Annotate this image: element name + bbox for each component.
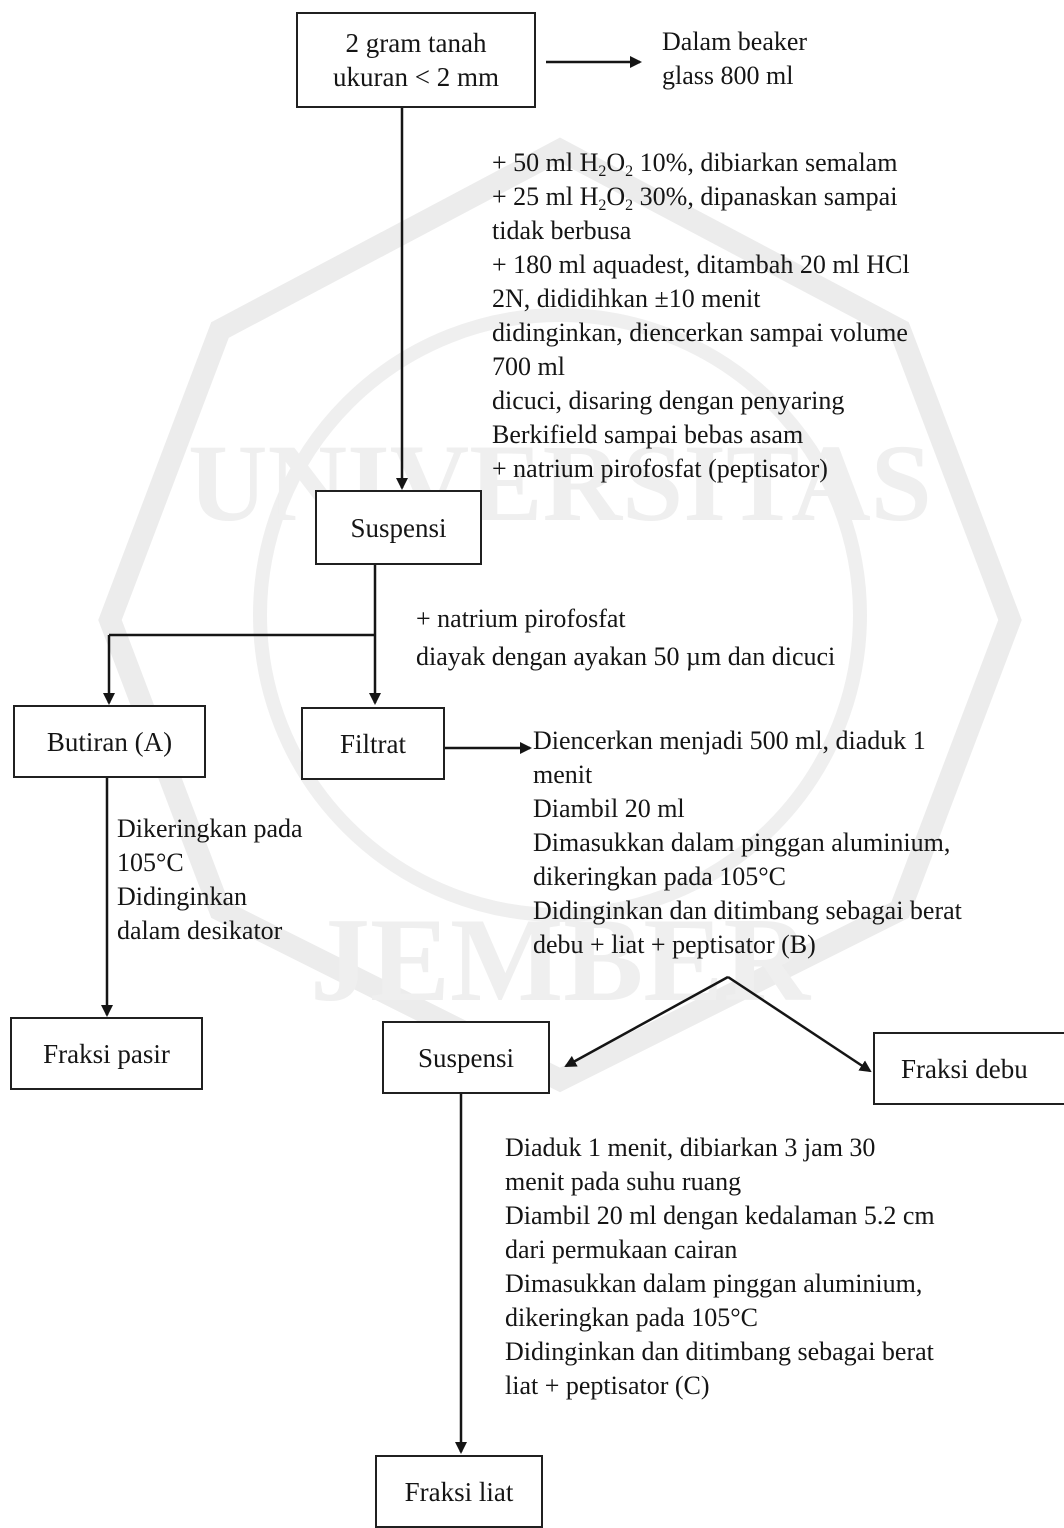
treatment-line-3: tidak berbusa xyxy=(492,216,632,245)
sieve-line1: + natrium pirofosfat xyxy=(416,604,626,633)
drying-line3: Didinginkan xyxy=(117,882,247,911)
treatment-line-7: 700 ml xyxy=(492,352,565,381)
beaker-note: Dalam beaker glass 800 ml xyxy=(662,25,807,93)
suspensi-step-7: Didinginkan dan ditimbang sebagai berat xyxy=(505,1337,934,1366)
treatment-line-5: 2N, dididihkan ±10 menit xyxy=(492,284,761,313)
filtrat-step-3: Diambil 20 ml xyxy=(533,794,685,823)
treatment-note: + 50 ml H2O2 10%, dibiarkan semalam + 25… xyxy=(492,146,910,486)
suspensi-step-2: menit pada suhu ruang xyxy=(505,1167,742,1196)
drying-sand-note: Dikeringkan pada 105°C Didinginkan dalam… xyxy=(117,812,303,948)
treatment-line-8: dicuci, disaring dengan penyaring xyxy=(492,386,845,415)
suspensi-step-8: liat + peptisator (C) xyxy=(505,1371,710,1400)
filtrat-step-4: Dimasukkan dalam pinggan aluminium, xyxy=(533,828,951,857)
filtrat-step-2: menit xyxy=(533,760,593,789)
beaker-line2: glass 800 ml xyxy=(662,61,794,90)
treatment-line-4: + 180 ml aquadest, ditambah 20 ml HCl xyxy=(492,250,910,279)
start-sample-box: 2 gram tanah ukuran < 2 mm xyxy=(296,12,536,108)
sieve-note: + natrium pirofosfat diayak dengan ayaka… xyxy=(416,600,835,676)
fraksi-pasir-box: Fraksi pasir xyxy=(10,1017,203,1090)
treatment-line-6: didinginkan, diencerkan sampai volume xyxy=(492,318,908,347)
start-line1: 2 gram tanah xyxy=(345,28,487,58)
treatment-line-9: Berkifield sampai bebas asam xyxy=(492,420,804,449)
start-line2: ukuran < 2 mm xyxy=(333,62,499,92)
filtrat-step-6: Didinginkan dan ditimbang sebagai berat xyxy=(533,896,962,925)
drying-line2: 105°C xyxy=(117,848,184,877)
suspensi-step-4: dari permukaan cairan xyxy=(505,1235,738,1264)
treatment-line-10: + natrium pirofosfat (peptisator) xyxy=(492,454,828,483)
drying-line4: dalam desikator xyxy=(117,916,283,945)
arrow-to-fraksi-debu xyxy=(727,975,872,1073)
filtrat-step-7: debu + liat + peptisator (B) xyxy=(533,930,816,959)
suspensi-top-box: Suspensi xyxy=(315,490,482,565)
suspensi-step-3: Diambil 20 ml dengan kedalaman 5.2 cm xyxy=(505,1201,935,1230)
suspensi-steps-note: Diaduk 1 menit, dibiarkan 3 jam 30 menit… xyxy=(505,1131,935,1403)
sieve-line2: diayak dengan ayakan 50 µm dan dicuci xyxy=(416,642,836,671)
filtrat-step-1: Diencerkan menjadi 500 ml, diaduk 1 xyxy=(533,726,926,755)
treatment-line-2: + 25 ml H2O2 30%, dipanaskan sampai xyxy=(492,182,898,214)
suspensi-step-5: Dimasukkan dalam pinggan aluminium, xyxy=(505,1269,923,1298)
filtrat-steps-note: Diencerkan menjadi 500 ml, diaduk 1 meni… xyxy=(533,724,962,962)
fraksi-liat-box: Fraksi liat xyxy=(375,1455,543,1528)
filtrat-box: Filtrat xyxy=(301,707,445,780)
arrow-to-suspensi-bottom xyxy=(564,975,729,1068)
butiran-box: Butiran (A) xyxy=(13,705,206,778)
suspensi-step-1: Diaduk 1 menit, dibiarkan 3 jam 30 xyxy=(505,1133,876,1162)
beaker-line1: Dalam beaker xyxy=(662,27,808,56)
fraksi-debu-box: Fraksi debu xyxy=(873,1032,1064,1105)
suspensi-step-6: dikeringkan pada 105°C xyxy=(505,1303,759,1332)
filtrat-step-5: dikeringkan pada 105°C xyxy=(533,862,787,891)
suspensi-bottom-box: Suspensi xyxy=(382,1021,550,1094)
treatment-line-1: + 50 ml H2O2 10%, dibiarkan semalam xyxy=(492,148,898,180)
drying-line1: Dikeringkan pada xyxy=(117,814,303,843)
